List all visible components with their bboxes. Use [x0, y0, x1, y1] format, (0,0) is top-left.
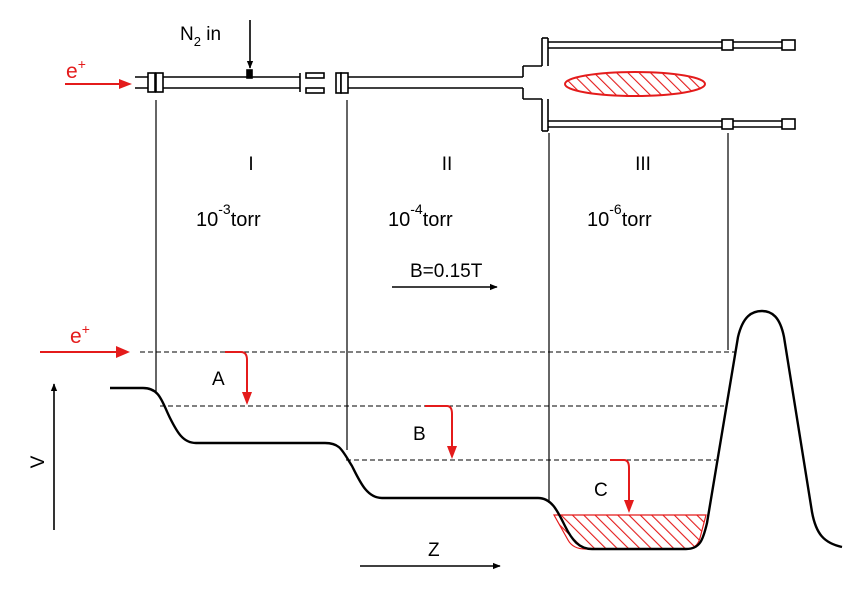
positron-beam-top: e+ [65, 56, 132, 89]
stage-1-numeral: I [248, 154, 253, 175]
step-arrowheads [242, 392, 634, 513]
stage-dividers [155, 100, 729, 503]
stage-3-pressure: 10-6torr [587, 201, 652, 231]
energy-loss-arrows [225, 351, 630, 502]
positron-cloud [564, 71, 706, 97]
magnetic-field: B=0.15T [392, 261, 498, 291]
stage-2-pressure: 10-4torr [388, 201, 453, 231]
step-arrow-a [225, 351, 248, 394]
step-label-a: A [212, 369, 225, 390]
stage-2-numeral: II [442, 154, 453, 175]
axis-v-label: V [28, 455, 49, 468]
axis-v: V [28, 383, 58, 530]
step-label-c: C [594, 480, 608, 501]
stage-3-numeral: III [635, 154, 651, 175]
axis-z: Z [360, 540, 501, 570]
stage-1-tube [135, 69, 325, 94]
magnetic-field-label: B=0.15T [410, 261, 483, 282]
step-arrow-b [425, 405, 453, 448]
potential-curve [110, 309, 843, 551]
axis-z-label: Z [428, 540, 440, 561]
stage-3-chamber [541, 37, 796, 132]
stage-2-tube [335, 65, 542, 100]
step-label-b: B [413, 424, 426, 445]
stage-labels: I II III 10-3torr 10-4torr 10-6torr [196, 154, 652, 231]
trap-hardware [135, 37, 796, 132]
gas-inlet-label: N2 in [180, 24, 221, 49]
stage-1-pressure: 10-3torr [196, 201, 261, 231]
step-arrow-c [610, 459, 630, 502]
svg-text:e+: e+ [66, 56, 86, 83]
positron-beam-bottom: e+ [40, 321, 130, 358]
svg-text:e+: e+ [70, 321, 90, 348]
